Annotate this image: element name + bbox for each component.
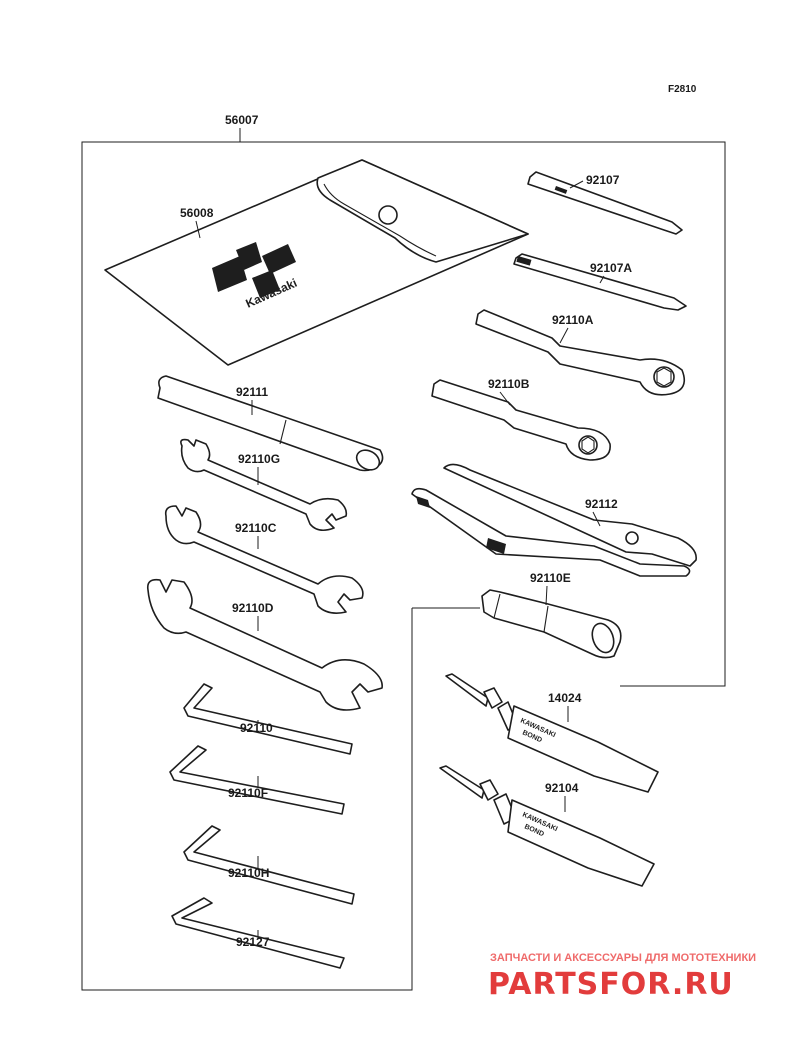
kit-boundary — [81, 128, 726, 991]
wrench-92110b — [431, 379, 611, 461]
label-92110g: 92110G — [238, 452, 280, 466]
label-92107: 92107 — [586, 173, 620, 187]
label-92104: 92104 — [545, 781, 579, 795]
watermark-brand: PARTSFOR.RU — [488, 967, 734, 1002]
hex-key-92127 — [171, 897, 345, 969]
diagram-code: F2810 — [668, 84, 697, 95]
label-92127: 92127 — [236, 935, 270, 949]
watermark-tagline: ЗАПЧАСТИ И АКСЕССУАРЫ ДЛЯ МОТОТЕХНИКИ — [490, 952, 756, 964]
socket-92110e — [481, 589, 622, 659]
label-92110: 92110 — [240, 721, 273, 735]
hex-key-92110h — [183, 825, 355, 905]
hex-key-92110 — [183, 683, 353, 755]
wrench-92110a — [475, 309, 686, 396]
label-56008: 56008 — [180, 206, 214, 220]
bond-tube-92104: KAWASAKI BOND — [439, 765, 655, 887]
label-14024: 14024 — [548, 691, 582, 705]
label-56007: 56007 — [225, 113, 259, 127]
label-92112: 92112 — [585, 497, 618, 511]
label-92107a: 92107A — [590, 261, 632, 275]
handle-92111 — [157, 375, 384, 472]
tool-pouch: Kawasaki — [104, 159, 529, 366]
watermark: ЗАПЧАСТИ И АКСЕССУАРЫ ДЛЯ МОТОТЕХНИКИ PA… — [488, 952, 756, 1002]
label-92110b: 92110B — [488, 377, 530, 391]
label-92110e: 92110E — [530, 571, 571, 585]
screwdriver-92107 — [527, 171, 683, 235]
label-92110h: 92110H — [228, 866, 269, 880]
label-92111: 92111 — [236, 385, 268, 399]
label-92110f: 92110F — [228, 786, 268, 800]
label-92110d: 92110D — [232, 601, 274, 615]
label-92110c: 92110C — [235, 521, 277, 535]
wrench-92110c — [164, 505, 364, 614]
label-92110a: 92110A — [552, 313, 594, 327]
wrench-92110g — [180, 438, 348, 532]
kawasaki-logo: Kawasaki — [212, 242, 299, 311]
pliers-92112 — [411, 463, 697, 577]
wrench-92110d — [146, 578, 383, 711]
bond-tube-14024: KAWASAKI BOND — [445, 673, 659, 793]
hex-key-92110f — [169, 745, 345, 815]
